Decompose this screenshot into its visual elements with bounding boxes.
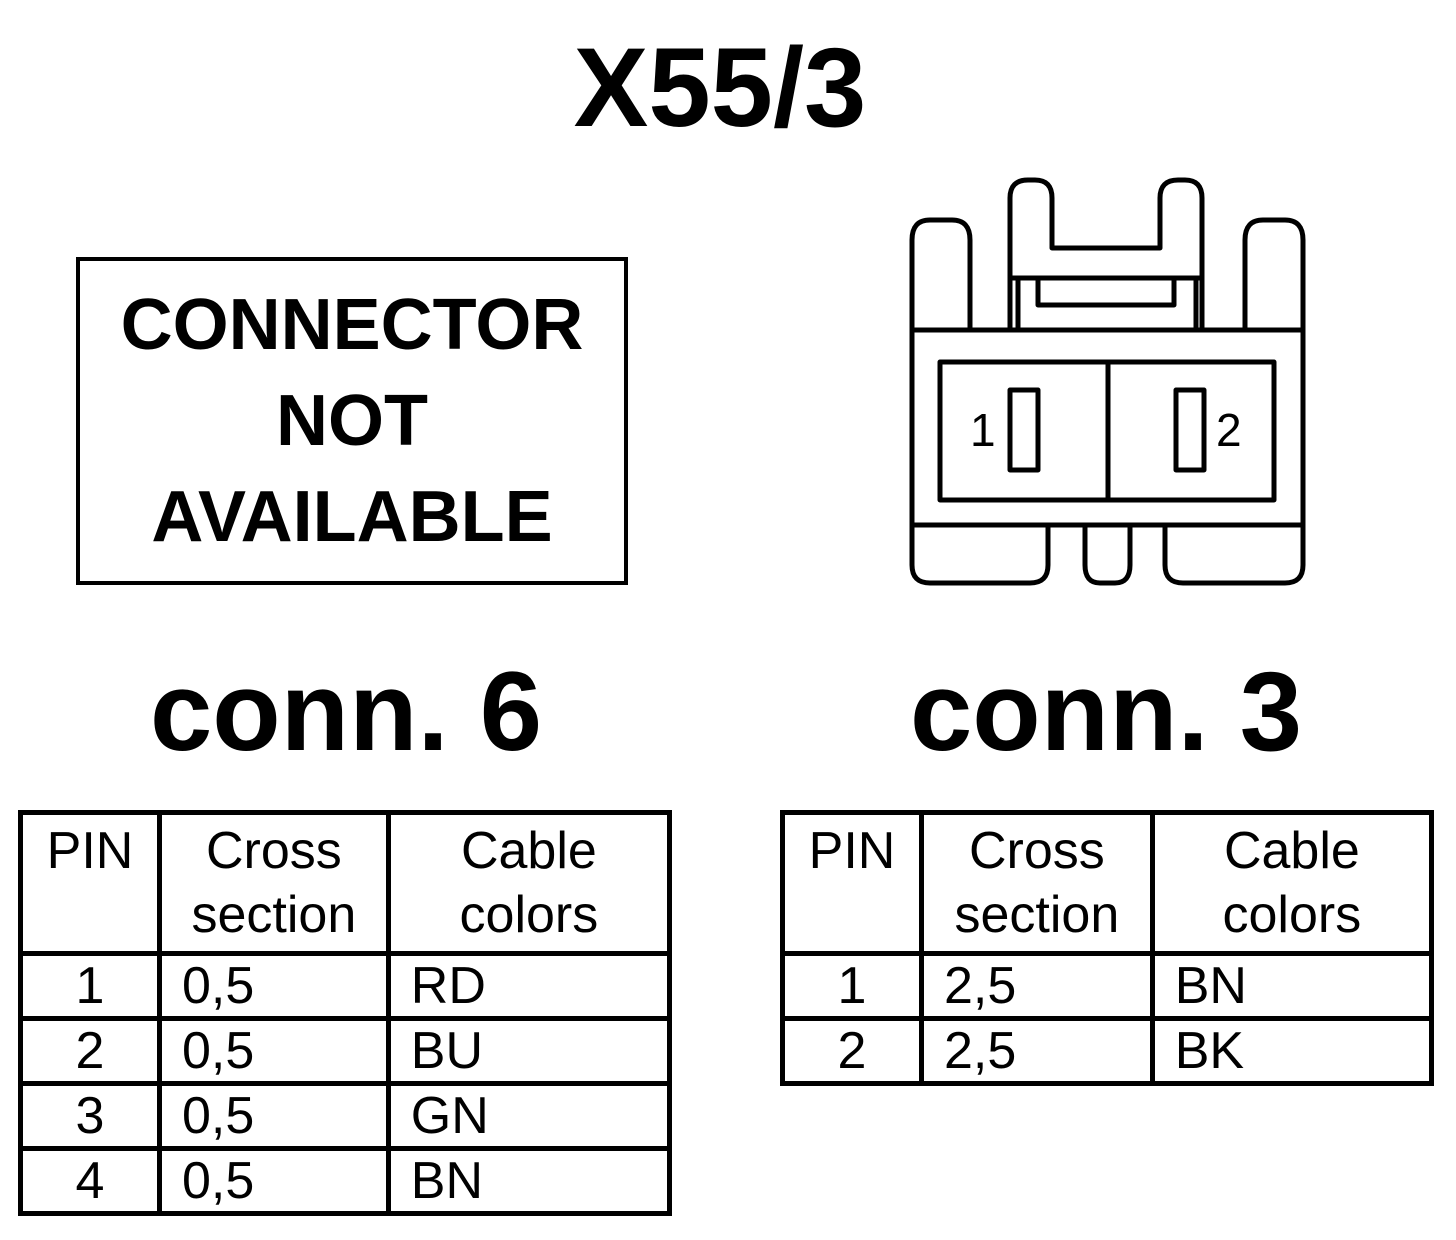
table-row: 1 0,5 RD [17, 951, 673, 1021]
pin-cell: 1 [17, 951, 163, 1021]
connector-latch-slot [1035, 280, 1177, 308]
header-colors-text: colors [459, 886, 599, 944]
pin-cell: 3 [17, 1081, 163, 1151]
header-cable-colors: Cable colors [1149, 810, 1435, 956]
pin-2-terminal [1173, 387, 1207, 473]
header-colors-text: colors [1222, 886, 1362, 944]
table-row: 2 2,5 BK [779, 1016, 1435, 1086]
table-header-row: PIN Cross section Cable colors [779, 810, 1435, 956]
header-cable-colors: Cable colors [385, 810, 673, 956]
connector-bottom-center-tab [1082, 525, 1133, 586]
cable-color-cell: RD [385, 951, 673, 1021]
conn-3-pin-table: PIN Cross section Cable colors 1 2,5 BN 2 … [779, 810, 1435, 1086]
header-cross-text: Cross [968, 822, 1105, 880]
connector-bottom-right-foot [1162, 525, 1306, 586]
pin-1-label: 1 [970, 404, 996, 456]
header-pin-text: PIN [46, 822, 134, 880]
header-cross-section: Cross section [919, 810, 1155, 956]
connector-left-ear [909, 217, 973, 330]
cable-color-cell: GN [385, 1081, 673, 1151]
diagram-title: X55/3 [0, 28, 1456, 148]
header-cable-text: Cable [1223, 822, 1360, 880]
header-section-text: section [191, 886, 357, 944]
two-pin-connector-drawing: 1 2 [909, 177, 1306, 586]
cable-color-cell: BN [1149, 951, 1435, 1021]
header-pin: PIN [779, 810, 925, 956]
cross-section-cell: 0,5 [157, 951, 391, 1021]
connector-right-ear [1242, 217, 1306, 330]
pin-cell: 2 [779, 1016, 925, 1086]
connector-latch [1007, 177, 1205, 330]
cross-section-cell: 0,5 [157, 1146, 391, 1216]
pin-1-terminal [1007, 387, 1041, 473]
header-section-text: section [954, 886, 1120, 944]
cable-color-cell: BN [385, 1146, 673, 1216]
table-row: 1 2,5 BN [779, 951, 1435, 1021]
cable-color-cell: BU [385, 1016, 673, 1086]
cross-section-cell: 2,5 [919, 951, 1155, 1021]
conn-6-pin-table: PIN Cross section Cable colors 1 0,5 RD 2 … [17, 810, 673, 1216]
conn-6-label: conn. 6 [149, 649, 543, 774]
pin-cell: 4 [17, 1146, 163, 1216]
header-pin: PIN [17, 810, 163, 956]
table-header-row: PIN Cross section Cable colors [17, 810, 673, 956]
connector-not-available-box: CONNECTOR NOT AVAILABLE [76, 257, 628, 585]
pin-cell: 2 [17, 1016, 163, 1086]
not-available-line-1: CONNECTOR [120, 285, 584, 365]
cable-color-cell: BK [1149, 1016, 1435, 1086]
cross-section-cell: 0,5 [157, 1081, 391, 1151]
cross-section-cell: 2,5 [919, 1016, 1155, 1086]
not-available-line-3: AVAILABLE [151, 477, 553, 557]
connector-bottom-left-foot [909, 525, 1051, 586]
pin-cell: 1 [779, 951, 925, 1021]
header-cable-text: Cable [460, 822, 597, 880]
table-row: 3 0,5 GN [17, 1081, 673, 1151]
table-row: 4 0,5 BN [17, 1146, 673, 1216]
header-cross-section: Cross section [157, 810, 391, 956]
header-pin-text: PIN [808, 822, 896, 880]
conn-3-label: conn. 3 [909, 649, 1303, 774]
cross-section-cell: 0,5 [157, 1016, 391, 1086]
connector-latch-inner [1010, 275, 1202, 330]
not-available-line-2: NOT [276, 381, 428, 461]
table-row: 2 0,5 BU [17, 1016, 673, 1086]
diagram-title-text: X55/3 [573, 25, 867, 150]
header-cross-text: Cross [206, 822, 342, 880]
pin-2-label: 2 [1216, 404, 1242, 456]
